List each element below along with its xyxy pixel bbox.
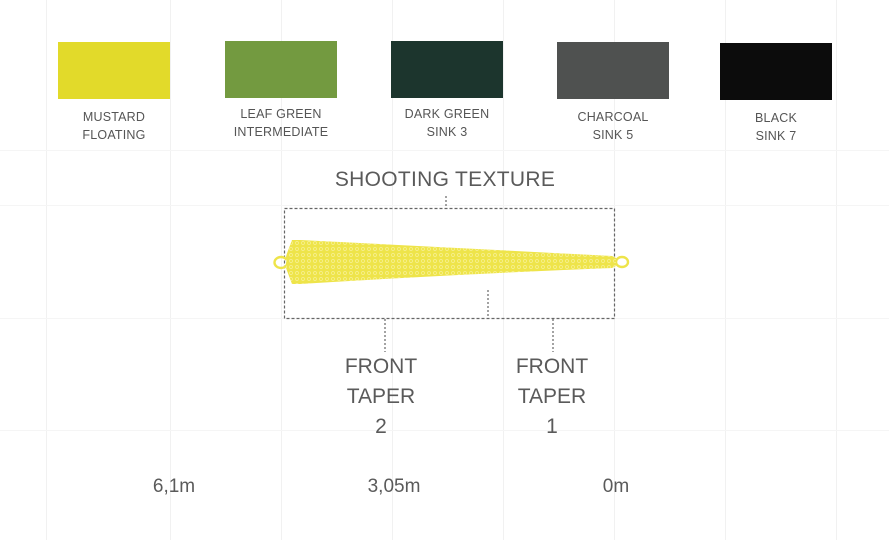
grid-line xyxy=(0,205,889,206)
swatch-density: SINK 7 xyxy=(755,129,797,143)
grid-line xyxy=(46,0,47,540)
swatch-name: LEAF GREEN xyxy=(240,107,322,121)
swatch-name: DARK GREEN xyxy=(404,107,490,121)
front-taper-2-label: FRONT TAPER 2 xyxy=(321,352,441,442)
swatch-color xyxy=(557,42,669,99)
swatch-label: BLACK SINK 7 xyxy=(720,109,832,145)
swatch-color xyxy=(58,42,170,99)
scale-label-middle: 3,05m xyxy=(367,476,421,497)
swatch-name: BLACK xyxy=(755,111,797,125)
taper-number: 1 xyxy=(546,415,558,438)
grid-line xyxy=(170,0,171,540)
swatch-label: CHARCOAL SINK 5 xyxy=(557,108,669,144)
swatch-label: MUSTARD FLOATING xyxy=(58,108,170,144)
swatch-density: SINK 5 xyxy=(592,128,634,142)
swatch-label: DARK GREEN SINK 3 xyxy=(391,105,503,141)
grid-line xyxy=(725,0,726,540)
swatch-name: MUSTARD xyxy=(82,110,146,124)
taper-label-line: TAPER xyxy=(346,385,416,408)
swatch-dark-green: DARK GREEN SINK 3 xyxy=(391,41,503,141)
grid-line xyxy=(281,0,282,540)
taper-label-line: FRONT xyxy=(515,355,589,378)
swatch-color xyxy=(391,41,503,98)
rear-loop xyxy=(273,255,289,270)
swatch-density: INTERMEDIATE xyxy=(233,125,329,139)
swatch-black: BLACK SINK 7 xyxy=(720,43,832,145)
swatch-charcoal: CHARCOAL SINK 5 xyxy=(557,42,669,144)
taper-label-line: TAPER xyxy=(517,385,587,408)
swatch-name: CHARCOAL xyxy=(577,110,649,124)
swatch-color xyxy=(720,43,832,100)
taper-label-line: FRONT xyxy=(344,355,418,378)
swatch-density: SINK 3 xyxy=(426,125,468,139)
swatch-density: FLOATING xyxy=(82,128,146,142)
front-taper-1-label: FRONT TAPER 1 xyxy=(492,352,612,442)
scale-label-left: 6,1m xyxy=(152,476,196,497)
fly-line-texture xyxy=(286,240,616,284)
grid-line xyxy=(836,0,837,540)
swatch-leaf-green: LEAF GREEN INTERMEDIATE xyxy=(225,41,337,141)
grid-line xyxy=(0,150,889,151)
shooting-texture-title: SHOOTING TEXTURE xyxy=(334,168,556,191)
swatch-label: LEAF GREEN INTERMEDIATE xyxy=(225,105,337,141)
swatch-color xyxy=(225,41,337,98)
scale-label-right: 0m xyxy=(602,476,630,497)
front-loop xyxy=(614,255,630,269)
swatch-mustard: MUSTARD FLOATING xyxy=(58,42,170,144)
taper-number: 2 xyxy=(375,415,387,438)
grid-line xyxy=(0,430,889,431)
